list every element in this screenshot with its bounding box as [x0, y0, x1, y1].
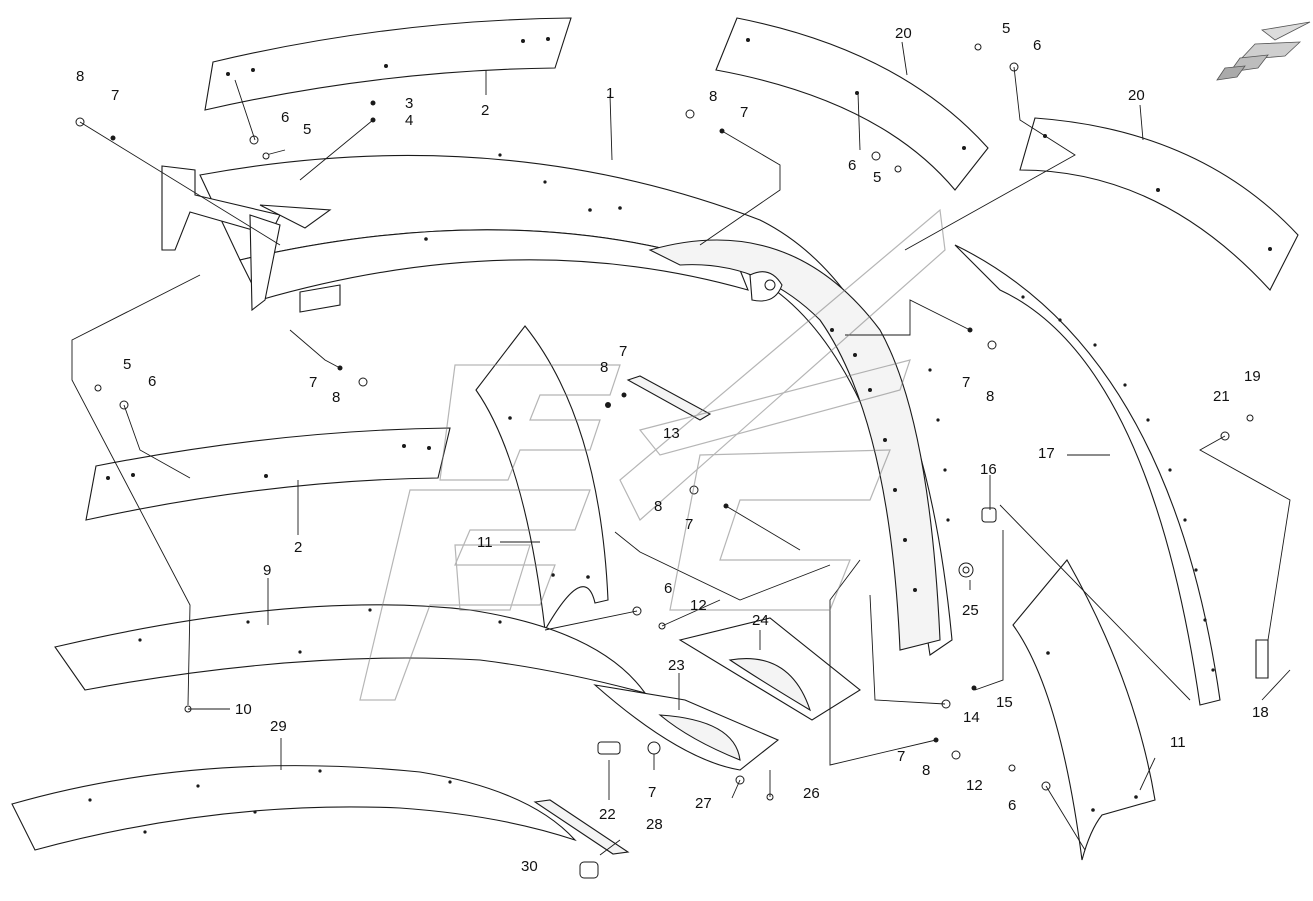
callout-6-a: 6 — [281, 109, 289, 126]
callout-7-g: 7 — [897, 748, 905, 765]
callout-20-a: 20 — [895, 25, 912, 42]
callout-27: 27 — [695, 795, 712, 812]
callout-7-f: 7 — [685, 516, 693, 533]
part-left-bracket — [161, 165, 341, 313]
callout-20-b: 20 — [1128, 87, 1145, 104]
callout-23: 23 — [668, 657, 685, 674]
callout-10: 10 — [235, 701, 252, 718]
callout-16: 16 — [980, 461, 997, 478]
part-24-plate — [678, 617, 861, 721]
callout-4: 4 — [405, 112, 413, 129]
callout-12-b: 12 — [966, 777, 983, 794]
callout-25: 25 — [962, 602, 979, 619]
part-17-long-curved-strip — [954, 244, 1221, 706]
callout-8-g: 8 — [922, 762, 930, 779]
part-29-bottom-strip — [11, 765, 577, 851]
callout-17: 17 — [1038, 445, 1055, 462]
callout-7-e: 7 — [962, 374, 970, 391]
callout-7-h: 7 — [648, 784, 656, 801]
callout-labels: 1 2 2 3 4 5 5 5 5 6 6 6 6 6 6 7 7 7 7 7 … — [76, 20, 1269, 875]
callout-22: 22 — [599, 806, 616, 823]
callout-11-left: 11 — [477, 534, 493, 551]
direction-arrow-icon — [1216, 21, 1311, 81]
callout-5-b: 5 — [123, 356, 131, 373]
callout-7-b: 7 — [740, 104, 748, 121]
callout-21: 21 — [1213, 388, 1230, 405]
part-16-spacer — [981, 507, 997, 523]
part-25-nut — [958, 562, 974, 578]
callout-8-d: 8 — [600, 359, 608, 376]
part-23-plate — [593, 684, 780, 771]
part-11-right-panel — [1012, 559, 1156, 861]
callout-5-d: 5 — [873, 169, 881, 186]
callout-8-a: 8 — [76, 68, 84, 85]
callout-8-b: 8 — [709, 88, 717, 105]
part-18-tab — [1255, 639, 1269, 679]
callout-26: 26 — [803, 785, 820, 802]
callout-3: 3 — [405, 95, 413, 112]
callout-6-d: 6 — [848, 157, 856, 174]
part-9-lower-strip — [54, 604, 647, 694]
callout-11-right: 11 — [1170, 734, 1186, 751]
callout-6-f: 6 — [1008, 797, 1016, 814]
callout-8-e: 8 — [986, 388, 994, 405]
callout-18: 18 — [1252, 704, 1269, 721]
callout-6-b: 6 — [148, 373, 156, 390]
part-28-bar — [533, 799, 630, 855]
callout-13: 13 — [663, 425, 680, 442]
watermark-logo — [359, 208, 946, 701]
part-2-top-strip — [204, 17, 572, 111]
callout-29: 29 — [270, 718, 287, 735]
callout-19: 19 — [1244, 368, 1261, 385]
callout-1: 1 — [606, 85, 614, 102]
callout-5-c: 5 — [1002, 20, 1010, 37]
part-1-main-arch — [199, 153, 953, 656]
callout-24: 24 — [752, 612, 769, 629]
part-11-left-panel — [475, 325, 609, 632]
callout-30: 30 — [521, 858, 538, 875]
callout-12-a: 12 — [690, 597, 707, 614]
callout-8-f: 8 — [654, 498, 662, 515]
callout-6-c: 6 — [1033, 37, 1041, 54]
callout-7-a: 7 — [111, 87, 119, 104]
callout-9: 9 — [263, 562, 271, 579]
callout-28: 28 — [646, 816, 663, 833]
callout-5-a: 5 — [303, 121, 311, 138]
callout-14: 14 — [963, 709, 980, 726]
callout-2-top: 2 — [481, 102, 489, 119]
hardware-fasteners — [75, 43, 1254, 879]
part-20-right-strip — [1019, 117, 1299, 291]
callout-8-c: 8 — [332, 389, 340, 406]
callout-2-mid: 2 — [294, 539, 302, 556]
leader-lines — [71, 41, 1291, 856]
part-13-hinge — [626, 375, 712, 421]
part-2-middle-strip — [85, 427, 451, 521]
callout-7-c: 7 — [309, 374, 317, 391]
callout-6-e: 6 — [664, 580, 672, 597]
callout-7-d: 7 — [619, 343, 627, 360]
callout-15: 15 — [996, 694, 1013, 711]
